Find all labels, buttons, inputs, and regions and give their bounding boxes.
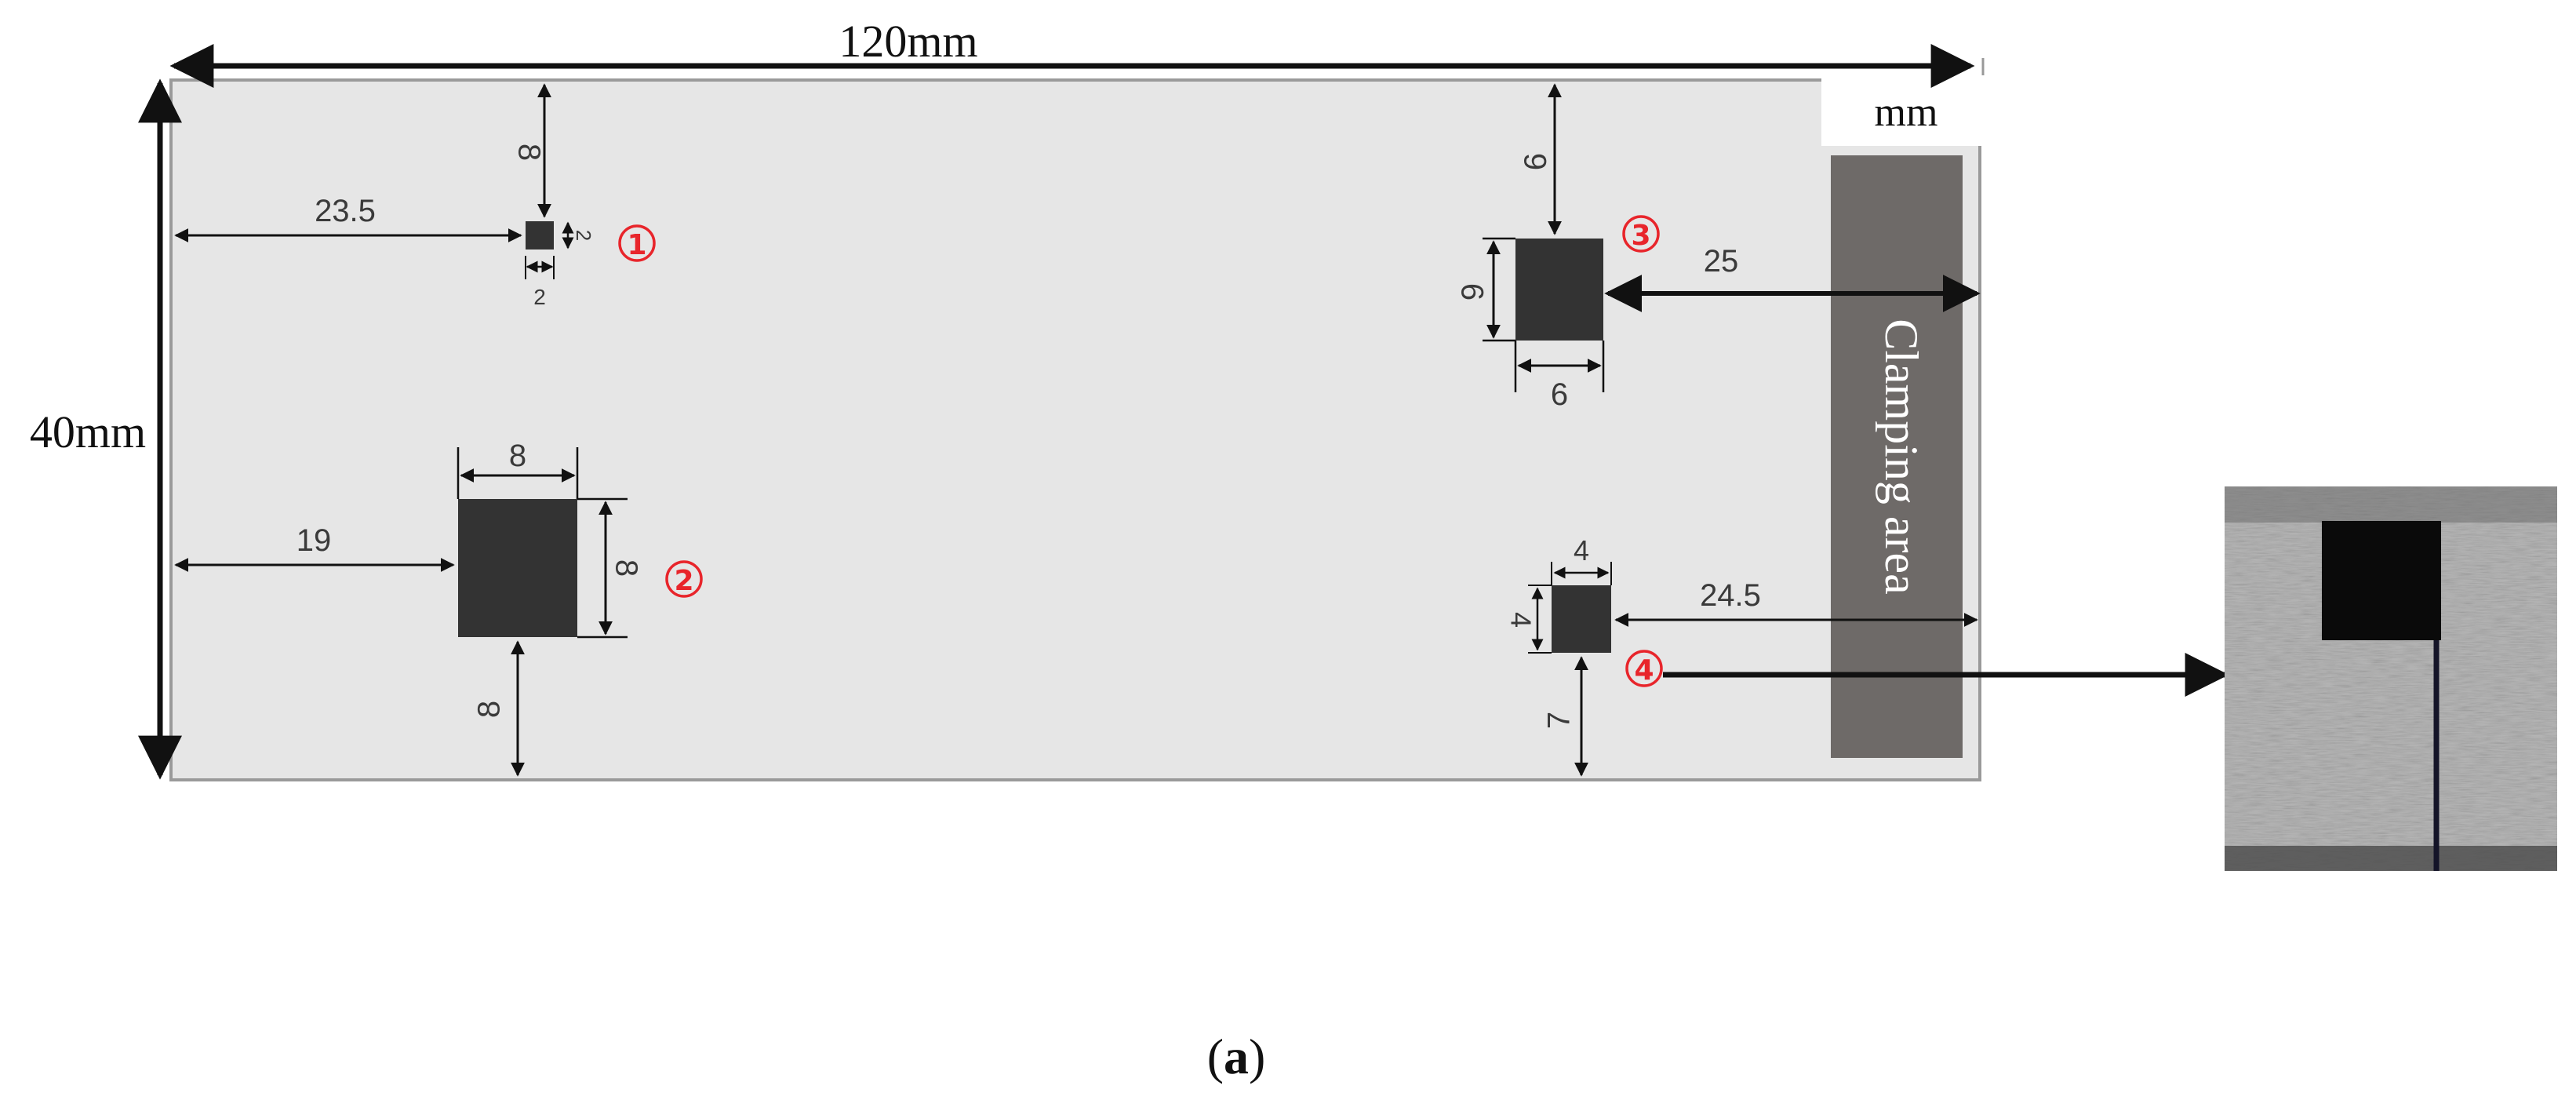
defect-2-group: 8 8 19 8 2 (174, 439, 703, 777)
defect-2-dist-left: 19 (297, 523, 332, 558)
defect-2-size-w: 8 (509, 439, 526, 473)
defect-3-group: 9 6 6 25 3 (1454, 83, 1981, 412)
defect-4 (1552, 585, 1611, 653)
clamping-area (1831, 155, 1963, 758)
height-label: 40mm (30, 406, 146, 457)
defect-3-marker-ring (1622, 215, 1660, 253)
defect-3-dist-top: 9 (1517, 153, 1552, 170)
defect-4-marker-ring (1625, 650, 1663, 687)
width-label: 120mm (839, 16, 977, 67)
defect-2-marker-ring (665, 560, 703, 598)
defect-4-dist-right: 24.5 (1700, 578, 1761, 613)
defect-1-size-h: 2 (572, 230, 595, 241)
defect-3-dist-right: 25 (1704, 244, 1739, 279)
inset-photo (2225, 486, 2557, 871)
defect-1-marker-ring (618, 224, 656, 262)
defect-4-dist-bottom: 7 (1542, 712, 1577, 729)
inset-photo-notch (2322, 521, 2441, 640)
defect-1-dist-left: 23.5 (315, 194, 376, 228)
defect-4-marker: 4 (1634, 654, 1654, 687)
defect-2 (458, 499, 577, 637)
defect-1-group: 23.5 8 2 2 1 (174, 83, 656, 309)
defect-3-size-h: 6 (1454, 283, 1489, 300)
specimen-plate (169, 78, 1981, 781)
defect-4-group: 4 4 24.5 7 4 (1504, 534, 2229, 777)
defect-2-marker: 2 (674, 565, 693, 597)
defect-1-marker: 1 (627, 229, 646, 261)
units-label: mm (1875, 90, 1938, 135)
defect-2-dist-bottom: 8 (472, 701, 507, 718)
clamping-area-label: Clamping area (1876, 319, 1927, 595)
defect-4-size-w: 4 (1574, 534, 1589, 566)
defect-3 (1515, 239, 1603, 341)
defect-3-marker: 3 (1631, 220, 1650, 252)
defect-1-size-w: 2 (533, 285, 546, 309)
units-label-background (1821, 77, 1983, 146)
defect-2-size-h: 8 (609, 559, 643, 577)
inset-photo-bottom-edge (2225, 846, 2557, 871)
caption-letter: a (1224, 1029, 1249, 1084)
defect-1-dist-top: 8 (511, 144, 546, 161)
defect-4-size-h: 4 (1504, 612, 1537, 628)
defect-1 (526, 221, 554, 250)
figure-caption: (a) (1207, 1029, 1266, 1084)
defect-3-size-w: 6 (1551, 377, 1568, 412)
inset-photo-dark-band (2225, 486, 2557, 523)
